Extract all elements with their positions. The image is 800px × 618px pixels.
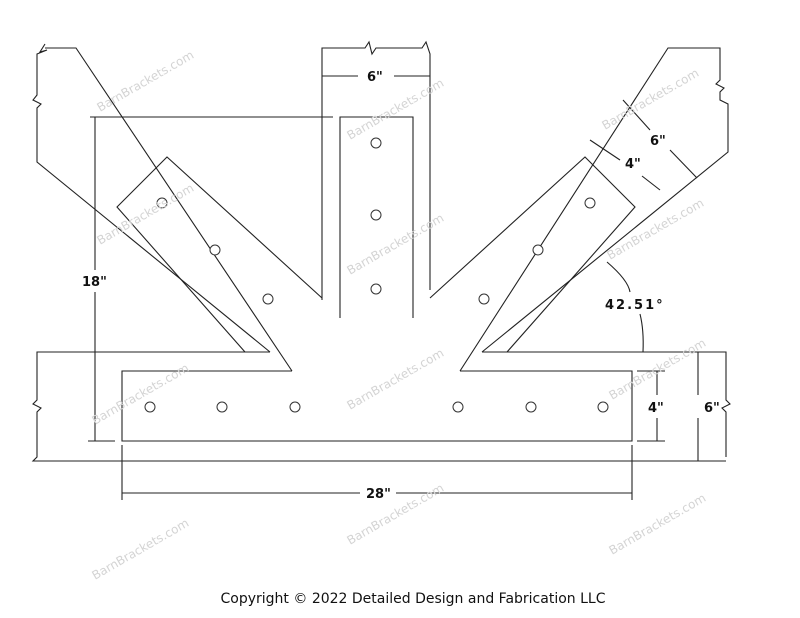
base-timber-width-label: 6" — [704, 401, 720, 416]
svg-text:BarnBrackets.com: BarnBrackets.com — [95, 181, 197, 248]
base-length-label: 28" — [366, 487, 391, 502]
svg-text:BarnBrackets.com: BarnBrackets.com — [95, 48, 197, 115]
bolt-holes — [144, 137, 609, 413]
svg-text:BarnBrackets.com: BarnBrackets.com — [345, 481, 447, 548]
post-width-label: 6" — [367, 70, 383, 85]
copyright-text: Copyright © 2022 Detailed Design and Fab… — [221, 591, 606, 607]
svg-text:BarnBrackets.com: BarnBrackets.com — [90, 516, 192, 583]
arm-plate-width-label: 4" — [625, 157, 641, 172]
svg-text:BarnBrackets.com: BarnBrackets.com — [607, 491, 709, 558]
dimension-labels: 6" 18" 6" 4" 42.51° 4" 6" 28" — [82, 70, 720, 502]
bracket-plate — [116, 116, 636, 442]
svg-text:BarnBrackets.com: BarnBrackets.com — [345, 76, 447, 143]
dimension-lines — [88, 75, 699, 500]
svg-text:BarnBrackets.com: BarnBrackets.com — [345, 346, 447, 413]
watermarks: BarnBrackets.com BarnBrackets.com BarnBr… — [90, 48, 709, 583]
arm-timber-width-label: 6" — [650, 134, 666, 149]
svg-text:BarnBrackets.com: BarnBrackets.com — [605, 196, 707, 263]
timber-outlines — [31, 40, 731, 462]
height-label: 18" — [82, 275, 107, 290]
svg-text:BarnBrackets.com: BarnBrackets.com — [345, 211, 447, 278]
angle-label: 42.51° — [605, 298, 665, 313]
base-plate-width-label: 4" — [648, 401, 664, 416]
